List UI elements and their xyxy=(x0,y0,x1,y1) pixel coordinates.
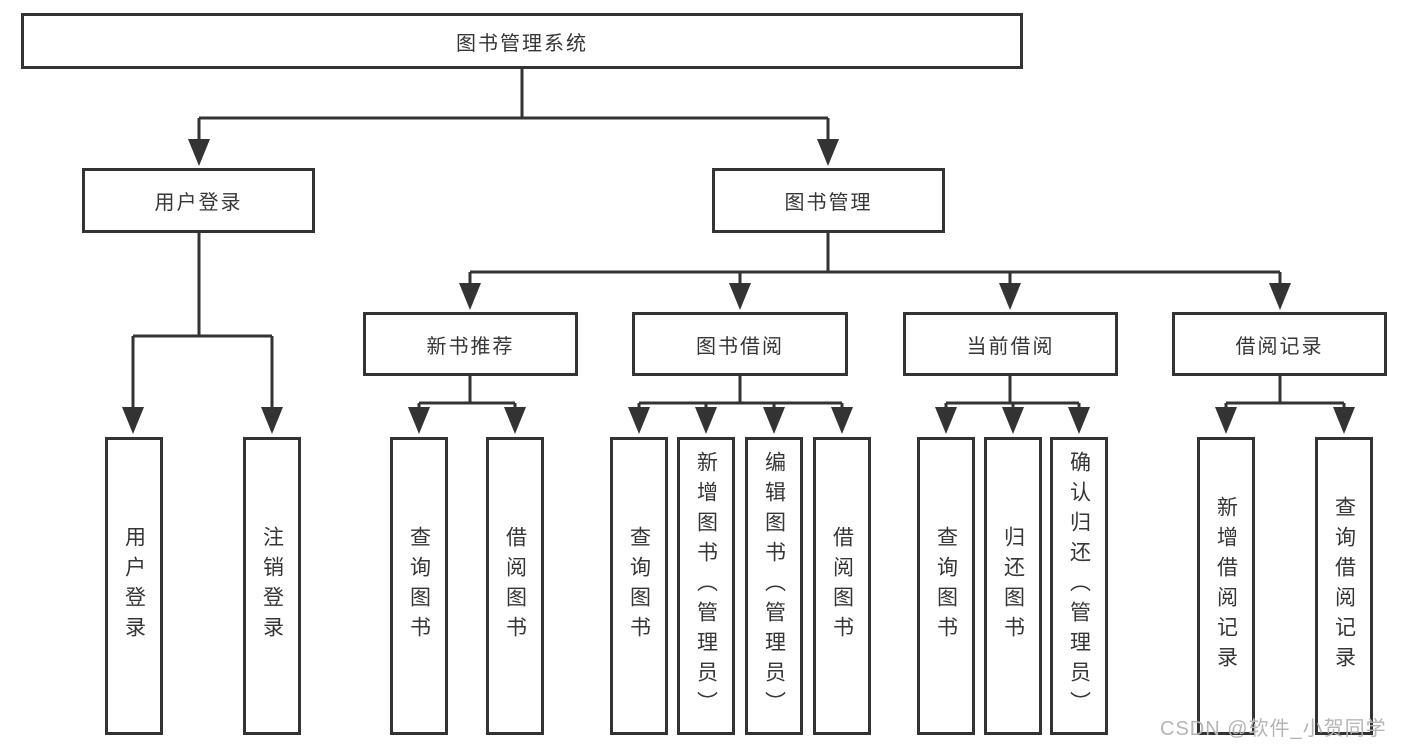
leaf-return-books: 归还图书 xyxy=(984,437,1042,735)
leaf-add-borrow-record: 新增借阅记录 xyxy=(1197,437,1255,735)
leaf-edit-books-admin: 编辑图书（管理员） xyxy=(745,437,803,735)
node-book-borrow: 图书借阅 xyxy=(632,312,848,376)
csdn-watermark: CSDN @软件_小贺同学 xyxy=(1160,718,1387,740)
leaf-user-login: 用户登录 xyxy=(105,437,163,735)
leaf-query-books-1: 查询图书 xyxy=(390,437,448,735)
node-new-book-recommend: 新书推荐 xyxy=(363,312,578,376)
leaf-query-borrow-record: 查询借阅记录 xyxy=(1315,437,1373,735)
leaf-borrow-books-1: 借阅图书 xyxy=(486,437,544,735)
leaf-confirm-return-admin: 确认归还（管理员） xyxy=(1050,437,1108,735)
leaf-borrow-books-2: 借阅图书 xyxy=(813,437,871,735)
leaf-add-books-admin: 新增图书（管理员） xyxy=(677,437,735,735)
leaf-query-books-2: 查询图书 xyxy=(610,437,668,735)
leaf-logout: 注销登录 xyxy=(243,437,301,735)
node-borrow-records: 借阅记录 xyxy=(1172,312,1387,376)
node-book-management-branch: 图书管理 xyxy=(712,168,945,233)
leaf-query-books-3: 查询图书 xyxy=(917,437,975,735)
node-root-system: 图书管理系统 xyxy=(21,13,1023,69)
node-current-borrow: 当前借阅 xyxy=(903,312,1118,376)
node-user-login-branch: 用户登录 xyxy=(82,168,315,233)
